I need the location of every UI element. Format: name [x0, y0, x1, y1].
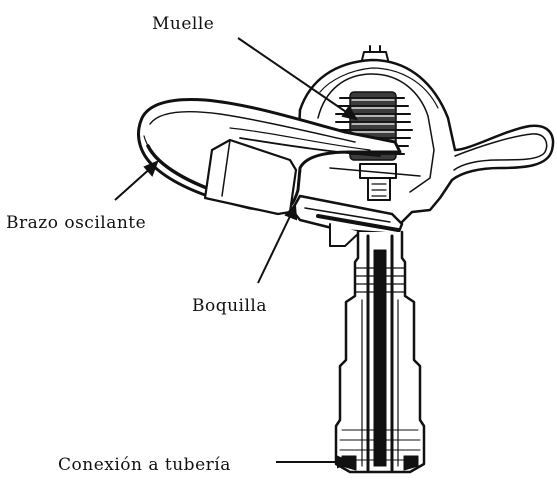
brazo-arrowhead [145, 162, 157, 175]
label-brazo-oscilante: Brazo oscilante [6, 213, 146, 233]
label-muelle: Muelle [152, 14, 214, 34]
boquilla-arrow [258, 210, 293, 283]
riser-pipe [336, 232, 424, 472]
labels: Muelle Brazo oscilante Boquilla Conexión… [6, 14, 267, 475]
sprinkler-illustration [139, 46, 553, 472]
label-conexion: Conexión a tubería [58, 455, 231, 475]
label-boquilla: Boquilla [192, 296, 267, 316]
